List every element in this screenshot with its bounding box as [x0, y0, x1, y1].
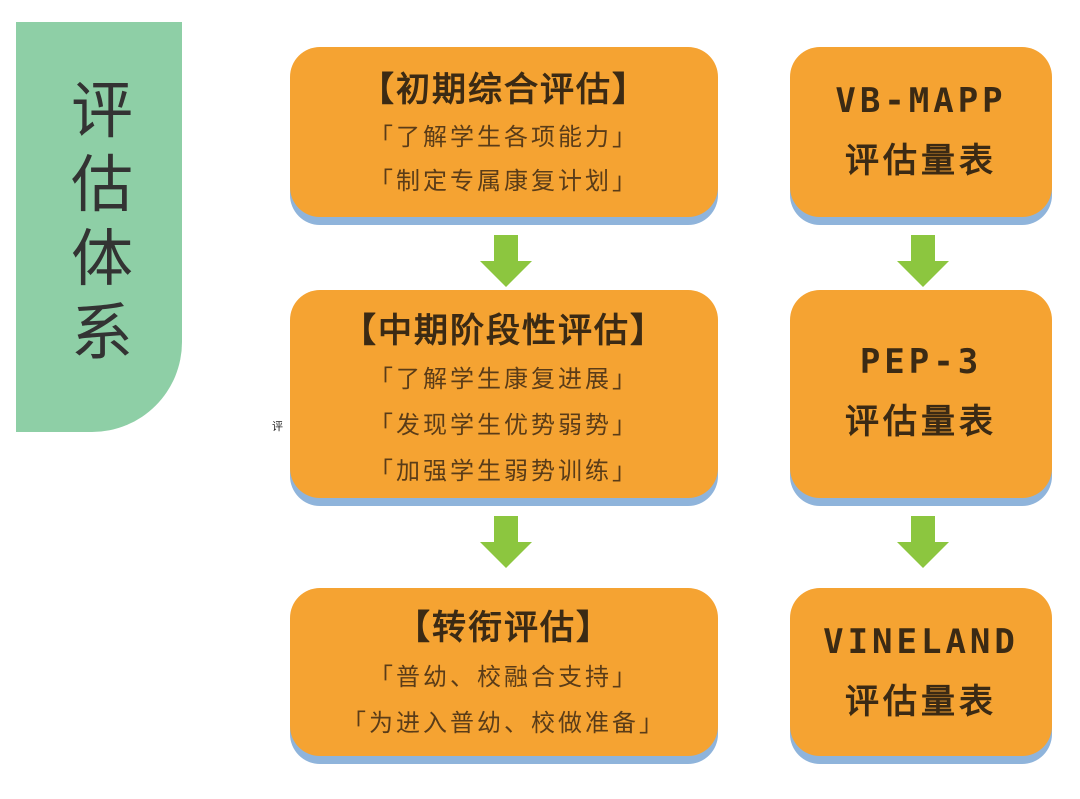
- small-mark: 评: [272, 420, 283, 433]
- down-arrow-icon: [480, 235, 532, 287]
- box-line: 「加强学生弱势训练」: [369, 457, 639, 485]
- box-line: 「普幼、校融合支持」: [369, 663, 639, 691]
- scale-name: VB-MAPP: [835, 81, 1007, 121]
- scale-subtitle: 评估量表: [845, 141, 997, 181]
- box-line: 「发现学生优势弱势」: [369, 411, 639, 439]
- scale-subtitle: 评估量表: [845, 682, 997, 722]
- box-line: 「制定专属康复计划」: [369, 167, 639, 195]
- scale-name: VINELAND: [823, 622, 1019, 662]
- scale-subtitle: 评估量表: [845, 402, 997, 442]
- vineland-box: VINELAND 评估量表: [790, 588, 1052, 756]
- box-title: 【转衔评估】: [396, 608, 612, 648]
- pep3-box: PEP-3 评估量表: [790, 290, 1052, 498]
- box-title: 【中期阶段性评估】: [342, 311, 666, 351]
- vb-mapp-box: VB-MAPP 评估量表: [790, 47, 1052, 217]
- side-title: 评 估 体 系: [70, 74, 133, 369]
- box-title: 【初期综合评估】: [360, 70, 648, 110]
- down-arrow-icon: [480, 516, 532, 568]
- scale-name: PEP-3: [859, 342, 983, 382]
- side-tab: [16, 22, 182, 432]
- box-line: 「为进入普幼、校做准备」: [342, 709, 666, 737]
- transition-assessment-box: 【转衔评估】 「普幼、校融合支持」 「为进入普幼、校做准备」: [290, 588, 718, 756]
- down-arrow-icon: [897, 516, 949, 568]
- box-line: 「了解学生各项能力」: [369, 123, 639, 151]
- down-arrow-icon: [897, 235, 949, 287]
- midterm-assessment-box: 【中期阶段性评估】 「了解学生康复进展」 「发现学生优势弱势」 「加强学生弱势训…: [290, 290, 718, 498]
- initial-assessment-box: 【初期综合评估】 「了解学生各项能力」 「制定专属康复计划」: [290, 47, 718, 217]
- box-line: 「了解学生康复进展」: [369, 365, 639, 393]
